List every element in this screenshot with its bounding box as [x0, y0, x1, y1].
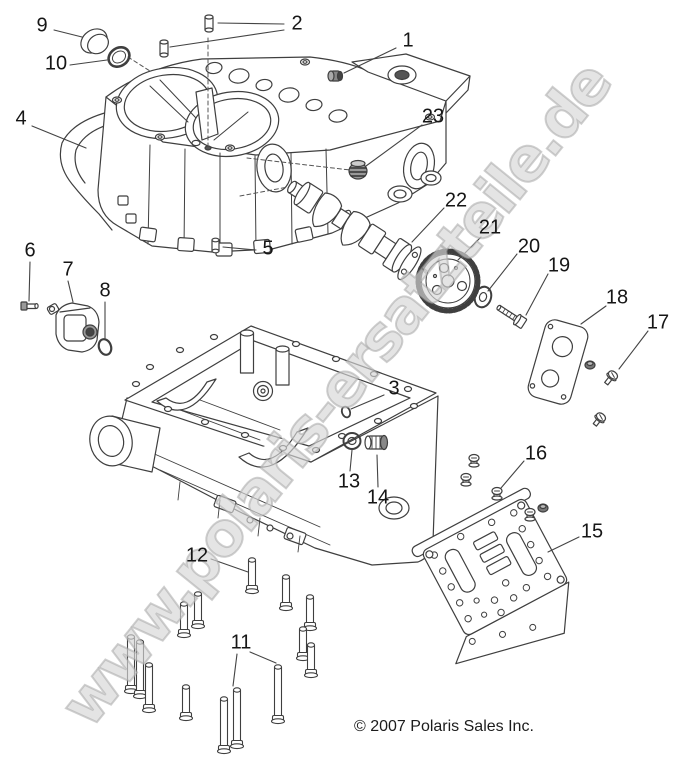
- part-gasket-plate-18: [527, 319, 589, 405]
- part-screw-17a: [604, 370, 619, 386]
- stud-bolt: [303, 642, 319, 679]
- part-screws-16: [460, 453, 549, 522]
- callout-23: 23: [421, 105, 445, 128]
- callout-6: 6: [24, 239, 36, 262]
- stud-bolt: [123, 634, 139, 695]
- callout-7: 7: [62, 258, 74, 281]
- construction-lines: [127, 37, 351, 197]
- stud-bolt: [278, 574, 294, 612]
- part-dowel-pin-5: [211, 237, 220, 254]
- callout-13: 13: [337, 470, 361, 493]
- callout-16: 16: [524, 442, 548, 465]
- stud-bolt: [141, 662, 157, 714]
- copyright-text: © 2007 Polaris Sales Inc.: [354, 718, 534, 735]
- stud-bolt: [270, 664, 286, 725]
- stud-bolt: [190, 591, 206, 630]
- callout-leader-lines: [28, 22, 649, 687]
- callout-8: 8: [99, 279, 111, 302]
- stud-bolt: [178, 684, 194, 722]
- part-bolt-1: [327, 70, 344, 82]
- callout-4: 4: [15, 107, 27, 130]
- part-oring-8: [97, 338, 113, 356]
- part-washer-20: [473, 285, 493, 309]
- part-plug-cap-9: [80, 28, 109, 55]
- part-cam-gear: [415, 248, 481, 314]
- callout-14: 14: [366, 486, 390, 509]
- part-seal-ring-10: [107, 45, 131, 69]
- part-dowel-pin-2b: [159, 39, 169, 58]
- part-oring-3: [340, 405, 352, 419]
- crankcase-bolts-group: [123, 557, 319, 755]
- part-lower-crankcase: [89, 325, 439, 566]
- callout-22: 22: [444, 189, 468, 212]
- callout-1: 1: [402, 29, 414, 52]
- part-screw-17b: [592, 412, 607, 427]
- part-bolt-6: [20, 301, 39, 311]
- part-washer-13: [342, 432, 362, 450]
- part-screw-dark: [584, 360, 596, 370]
- stud-bolt: [176, 601, 192, 639]
- stud-bolt: [229, 687, 245, 750]
- part-baffle-plate-15: [411, 487, 570, 665]
- callout-21: 21: [478, 216, 502, 239]
- part-camshaft: [287, 180, 422, 281]
- callout-11: 11: [230, 631, 252, 654]
- callout-17: 17: [646, 311, 670, 334]
- callout-19: 19: [547, 254, 571, 277]
- part-plug-23: [348, 159, 368, 180]
- stud-bolt: [132, 639, 148, 700]
- callout-12: 12: [185, 544, 209, 567]
- callout-10: 10: [44, 52, 68, 75]
- callout-20: 20: [517, 235, 541, 258]
- stud-bolt: [216, 696, 232, 755]
- callout-2: 2: [291, 12, 303, 35]
- stud-bolt: [244, 557, 260, 595]
- stud-bolt: [302, 594, 318, 632]
- callout-9: 9: [36, 14, 48, 37]
- callout-3: 3: [388, 377, 400, 400]
- part-dowel-pin-2a: [204, 14, 214, 33]
- callout-15: 15: [580, 520, 604, 543]
- part-bolt-19: [496, 304, 528, 329]
- callout-5: 5: [262, 237, 274, 260]
- part-upper-crankcase: [59, 53, 471, 257]
- part-valve-assembly-7: [46, 302, 100, 353]
- callout-18: 18: [605, 286, 629, 309]
- part-plug-14: [364, 434, 389, 451]
